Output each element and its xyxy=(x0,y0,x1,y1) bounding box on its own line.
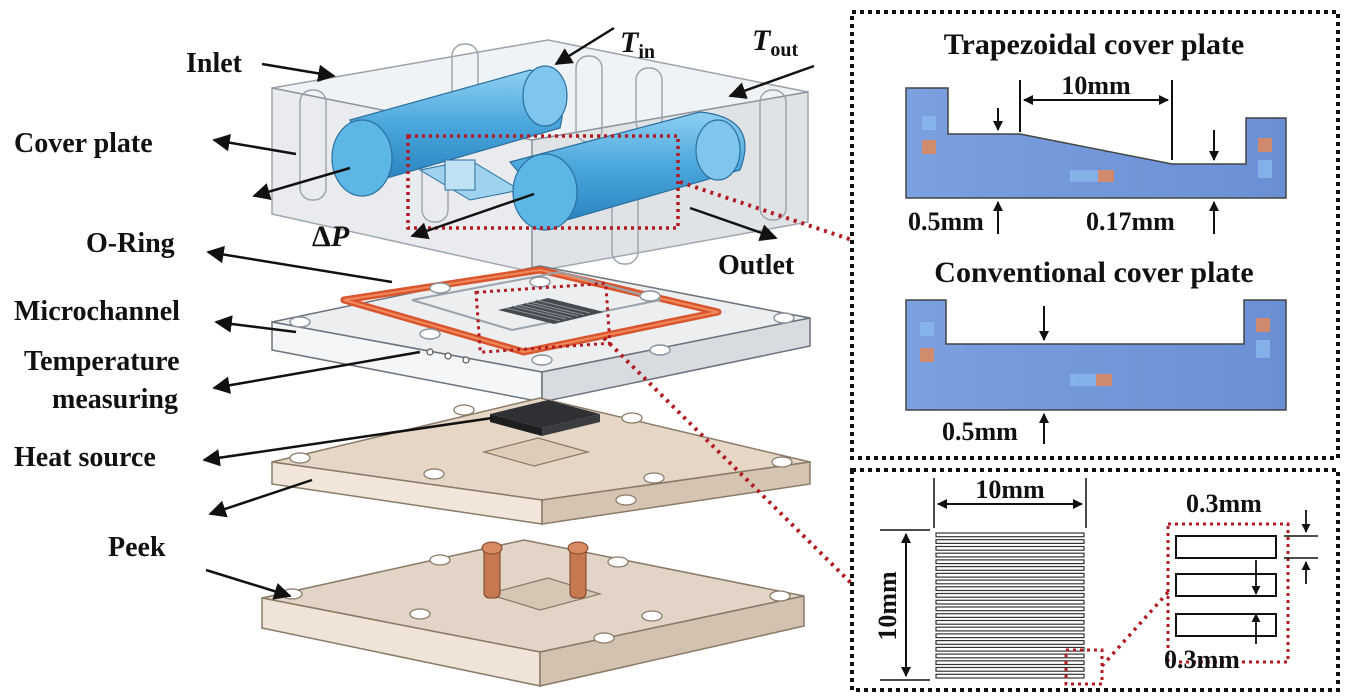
fin xyxy=(935,633,1085,639)
fin xyxy=(935,660,1085,666)
conventional-section xyxy=(905,299,1287,411)
micro-panel-frame xyxy=(850,468,1340,692)
arrow-t-out xyxy=(728,64,815,99)
label-heat-source: Heat source xyxy=(14,442,156,473)
arrow-microchannel xyxy=(214,315,297,334)
fin xyxy=(935,619,1085,625)
trapezoidal-dim-left: 0.5mm xyxy=(908,207,984,236)
fin xyxy=(935,626,1085,632)
fin xyxy=(935,572,1085,578)
fin-zoom-connector xyxy=(1100,588,1172,668)
microchannel-detail-box xyxy=(474,281,612,354)
fin xyxy=(935,613,1085,619)
fin xyxy=(935,592,1085,598)
conventional-dim-bottom: 0.5mm xyxy=(942,417,1018,446)
fin xyxy=(935,552,1085,558)
heater-cutout xyxy=(481,437,591,467)
cover-plate-sections-panel: Trapezoidal cover plate 10mm 0.5mm 0.17m… xyxy=(850,10,1340,460)
heat-source-plate xyxy=(271,397,811,525)
heat-source-side-face xyxy=(541,461,811,525)
arrow-heat-source-plate xyxy=(208,478,313,518)
label-inlet: Inlet xyxy=(186,48,243,79)
arrow-delta-p xyxy=(252,166,351,200)
connector-micro-to-panel xyxy=(602,336,854,586)
fin xyxy=(935,673,1085,679)
micro-dim-fin-top: 0.3mm xyxy=(1186,489,1262,518)
micro-dim-height: 10mm xyxy=(873,571,902,641)
trapezoidal-dim-length: 10mm xyxy=(1061,71,1131,100)
outlet-channel xyxy=(508,111,746,231)
arrow-heat-source xyxy=(202,416,493,467)
trapezoidal-section xyxy=(905,87,1287,199)
arrow-temperature xyxy=(212,350,421,394)
microchannel-side-face xyxy=(541,317,811,403)
label-temperature-line1: Temperature xyxy=(24,346,180,377)
arrow-inlet xyxy=(261,62,336,83)
label-temperature-line2: measuring xyxy=(52,384,178,415)
fin xyxy=(935,559,1085,565)
fin xyxy=(935,666,1085,672)
heater-chip xyxy=(490,400,600,436)
trapezoidal-flow-markers xyxy=(922,116,1272,182)
fin xyxy=(935,545,1085,551)
label-peek: Peek xyxy=(108,532,166,563)
inlet-channel xyxy=(331,65,568,197)
label-t-in: Tin xyxy=(620,26,655,63)
fin xyxy=(935,599,1085,605)
arrow-o-ring xyxy=(206,245,393,284)
micro-dim-width: 10mm xyxy=(975,475,1045,504)
cover-plate-block xyxy=(271,39,809,273)
copper-connectors xyxy=(481,541,589,599)
label-cover-plate: Cover plate xyxy=(14,128,153,159)
arrow-delta-p-lower xyxy=(410,192,535,240)
fin xyxy=(935,639,1085,645)
microchannel-detail-panel: 10mm 10mm 0.3mm 0.3mm xyxy=(850,468,1340,692)
arrow-peek xyxy=(205,568,292,600)
fin-zoom-box-large xyxy=(1166,522,1290,664)
microchannel-plate xyxy=(271,265,811,403)
peek-side-face xyxy=(539,595,805,687)
fin xyxy=(935,646,1085,652)
label-t-out: Tout xyxy=(752,24,798,61)
trapezoidal-dim-right: 0.17mm xyxy=(1086,207,1175,236)
conventional-title: Conventional cover plate xyxy=(934,256,1253,289)
fin xyxy=(935,653,1085,659)
left-labels: Inlet Cover plate ΔP Tin Tout Outlet O-R… xyxy=(14,24,815,600)
fin xyxy=(935,539,1085,545)
peek-base-plate xyxy=(261,539,805,687)
label-delta-p: ΔP xyxy=(312,220,350,253)
label-microchannel: Microchannel xyxy=(14,296,180,327)
arrow-cover-plate xyxy=(212,134,297,156)
arrow-outlet xyxy=(689,206,778,242)
fin xyxy=(935,586,1085,592)
zoomed-fins xyxy=(1175,535,1277,637)
label-o-ring: O-Ring xyxy=(86,228,175,259)
trapezoidal-title: Trapezoidal cover plate xyxy=(944,28,1245,61)
microchannel-array xyxy=(498,298,604,324)
fin xyxy=(935,579,1085,585)
fin xyxy=(935,565,1085,571)
conventional-flow-markers xyxy=(920,318,1270,386)
micro-dim-fin-bottom: 0.3mm xyxy=(1164,645,1240,674)
fin xyxy=(935,606,1085,612)
fin-array xyxy=(935,532,1085,679)
plate-holes xyxy=(289,276,795,366)
label-outlet: Outlet xyxy=(718,250,795,281)
connector-cover-to-panel xyxy=(679,180,853,242)
cover-plate-detail-box xyxy=(406,134,680,230)
arrow-t-in xyxy=(554,26,615,66)
temperature-ports xyxy=(426,348,470,364)
heat-source-holes xyxy=(289,404,793,506)
fin xyxy=(935,532,1085,538)
